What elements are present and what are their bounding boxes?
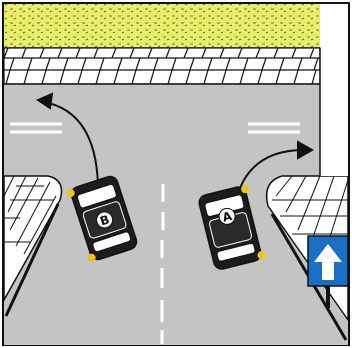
right-verge (320, 48, 348, 176)
top-sidewalk (4, 48, 320, 84)
grass-strip (4, 4, 320, 48)
